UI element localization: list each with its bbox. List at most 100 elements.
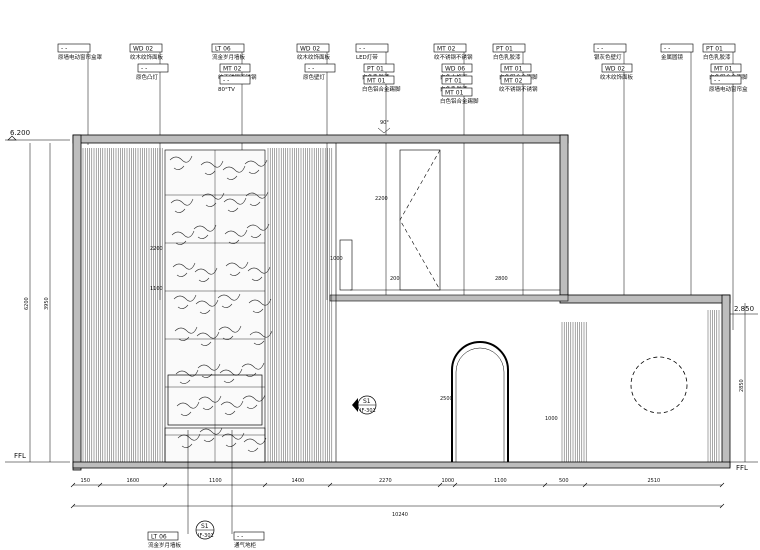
callout-desc: 金属圆镜	[661, 53, 684, 61]
callout-sub-desc: 纹不锈钢不锈钢	[499, 85, 538, 93]
arched-niche	[451, 341, 509, 462]
level-top: 6.200	[5, 129, 70, 141]
callout-code: LT 06	[215, 46, 231, 53]
dim-segment: 1400	[292, 478, 305, 484]
svg-text:LT 06: LT 06	[151, 534, 167, 541]
wall-outline	[72, 134, 731, 471]
dim-left-height-2: 3950	[44, 297, 50, 310]
section-mark-1-ref: IF-301	[360, 408, 376, 414]
callout-desc: 纹木纹饰面板	[130, 53, 164, 61]
dim-misc: 2200	[150, 246, 163, 252]
callout-code: WD 02	[133, 46, 153, 53]
section-mark-2-ref: IF-301	[198, 533, 214, 539]
dim-segment: 2510	[648, 478, 661, 484]
callout-desc: LED灯带	[356, 53, 378, 61]
low-cabinet	[164, 427, 266, 463]
callout-code: - -	[597, 46, 603, 53]
callout-sub-code: MT 01	[367, 78, 386, 85]
callout-desc: 白色乳胶漆	[703, 53, 731, 61]
callout-sub-code: MT 02	[504, 78, 523, 85]
callout-0: - -原墙电动窗帘盒罩	[57, 43, 103, 145]
callout-sub-code: WD 02	[605, 66, 625, 73]
dim-misc: 2200	[375, 196, 388, 202]
bottom-callout-1: - -通气地柜	[231, 430, 265, 549]
dim-segment: 2270	[379, 478, 392, 484]
dim-left-height-1: 6200	[24, 297, 30, 310]
dim-segment: 150	[81, 478, 91, 484]
callout-sub-code: - -	[223, 78, 229, 85]
dim-right-height: 2850	[739, 379, 745, 392]
misc-dimensions: 200 2800 2200 1000 2500 1100 2200 1000	[150, 196, 558, 422]
tv-frame	[167, 374, 263, 426]
level-mid-right: 2.850	[730, 305, 758, 315]
dim-misc: 1100	[150, 286, 163, 292]
callout-sub-desc: 白色铝合金踢脚	[440, 97, 479, 105]
level-floor-right-label: FFL	[736, 464, 748, 472]
callout-sub-code: - -	[141, 66, 147, 73]
dim-segment: 500	[559, 478, 569, 484]
dim-segment: 1600	[127, 478, 140, 484]
dim-segment: 1000	[442, 478, 455, 484]
dim-total: 10240	[392, 512, 408, 518]
level-floor-left-label: FFL	[14, 452, 26, 460]
marble-feature-wall	[164, 149, 273, 463]
level-top-label: 6.200	[10, 129, 30, 137]
level-mid-label: 2.850	[734, 305, 754, 313]
section-mark-1: S1 IF-301	[352, 395, 377, 415]
dim-misc: 1000	[330, 256, 343, 262]
callout-desc: 纹木纹饰面板	[297, 53, 331, 61]
callout-code: WD 02	[300, 46, 320, 53]
callout-sub-code: - -	[714, 78, 720, 85]
callout-sub-desc: 白色铝合金踢脚	[362, 85, 401, 93]
callout-desc: 原墙电动窗帘盒罩	[58, 53, 103, 61]
svg-text:通气地柜: 通气地柜	[234, 541, 257, 549]
svg-text:流金岁月墙板: 流金岁月墙板	[148, 541, 182, 549]
callout-sub-code: MT 01	[714, 66, 733, 73]
callout-sub-code: WD 06	[445, 66, 465, 73]
upper-door	[335, 143, 560, 462]
callout-sub-code: - -	[308, 66, 314, 73]
callout-desc: 流金岁月墙板	[212, 53, 246, 61]
section-mark-1-id: S1	[363, 398, 371, 405]
angle-label: 90°	[380, 120, 389, 126]
callout-sub-code: MT 02	[223, 66, 242, 73]
callout-code: - -	[359, 46, 365, 53]
round-mirror	[630, 356, 688, 414]
callout-sub-desc: 80°TV	[218, 87, 235, 93]
section-mark-2: S1 IF-301	[195, 520, 215, 540]
dim-misc: 200	[390, 276, 400, 282]
callout-code: MT 02	[437, 46, 456, 53]
callout-sub-desc: 原色壁灯	[303, 73, 326, 81]
callout-code: PT 01	[706, 46, 723, 53]
svg-text:- -: - -	[237, 534, 243, 541]
callout-desc: 白色乳胶漆	[493, 53, 521, 61]
callout-sub-desc: 原墙电动窗帘盒	[709, 85, 748, 93]
wood-slat-panels	[82, 148, 720, 462]
dimension-lines	[29, 143, 746, 507]
level-floor-right: FFL	[730, 461, 758, 472]
callout-desc: 纹不锈钢不锈钢	[434, 53, 473, 61]
callout-code: PT 01	[496, 46, 513, 53]
dim-misc: 2500	[440, 396, 453, 402]
dim-segment: 1100	[209, 478, 222, 484]
level-floor-left: FFL	[5, 452, 70, 463]
callout-code: - -	[664, 46, 670, 53]
callout-sub-code: PT 01	[367, 66, 384, 73]
callout-sub-code: MT 01	[445, 90, 464, 97]
callout-sub-desc: 纹木纹饰面板	[600, 73, 634, 81]
section-mark-2-id: S1	[201, 523, 209, 530]
dim-misc: 2800	[495, 276, 508, 282]
callout-sub-code: PT 01	[445, 78, 462, 85]
callout-code: - -	[61, 46, 67, 53]
dim-misc: 1000	[545, 416, 558, 422]
